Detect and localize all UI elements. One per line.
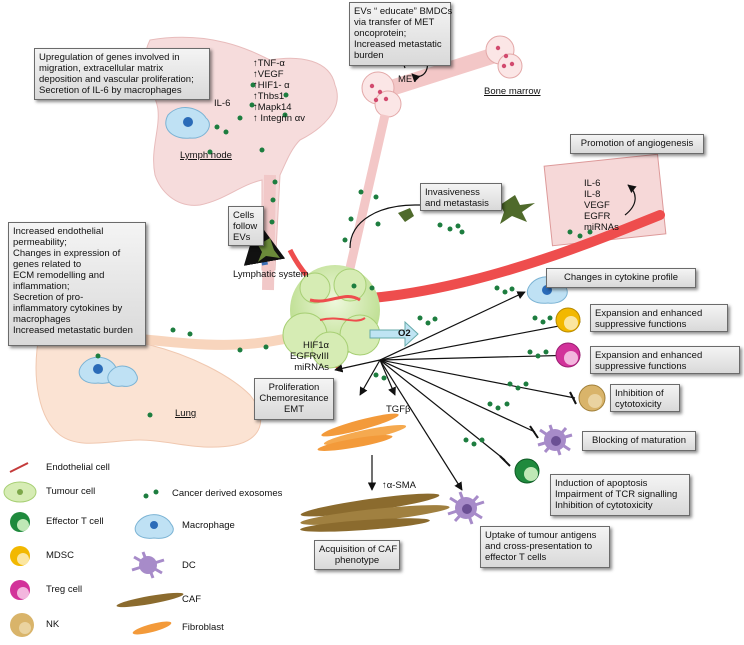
o2-arrow	[369, 320, 419, 348]
dc-block-box: Blocking of maturation	[582, 431, 696, 451]
lung-effects-box: Increased endothelial permeability; Chan…	[8, 222, 146, 346]
uptake-box: Uptake of tumour antigens and cross-pres…	[480, 526, 610, 568]
lymph-node-label: Lymph node	[180, 150, 232, 161]
bone-shaft	[377, 47, 503, 98]
mdsc-expansion-box: Expansion and enhanced suppressive funct…	[590, 304, 728, 332]
tumour-factors: HIF1α EGFRvIII miRNAs	[290, 340, 330, 373]
macrophage-lymph-node	[165, 107, 210, 139]
effector-t-cell	[514, 458, 540, 484]
tgfb-label: TGFβ	[386, 404, 411, 415]
caf-cluster	[300, 493, 450, 532]
legend-mdsc: MDSC	[46, 550, 74, 561]
dc-cell-blocked	[537, 424, 573, 456]
nk-inhibition-box: Inhibition of cytotoxicity	[610, 384, 680, 412]
cells-follow-box: Cells follow EVs	[228, 206, 264, 246]
lymphatic-system-label: Lymphatic system	[233, 269, 309, 280]
lymph-genes-box: Upregulation of genes involved in migrat…	[34, 48, 210, 100]
cytokine-box: Changes in cytokine profile	[546, 268, 696, 288]
angiogenesis-box: Promotion of angiogenesis	[570, 134, 704, 154]
legend-exosomes: Cancer derived exosomes	[172, 488, 283, 499]
legend-treg: Treg cell	[46, 584, 83, 595]
proliferation-box: Proliferation Chemoresitance EMT	[254, 378, 334, 420]
legend-nk: NK	[46, 619, 60, 630]
asma-label: ↑α-SMA	[382, 480, 416, 491]
treg-cell	[555, 342, 581, 368]
met-label: MET	[398, 74, 419, 85]
legend-caf: CAF	[182, 594, 201, 605]
bone-marrow-label: Bone marrow	[484, 86, 541, 97]
legend-icons	[3, 462, 184, 637]
legend-macrophage: Macrophage	[182, 520, 235, 531]
effect-arrows	[334, 42, 637, 491]
legend-effector: Effector T cell	[46, 516, 104, 527]
invasiveness-box: Invasiveness and metastasis	[420, 183, 502, 211]
bmdc-box: EVs “ educate” BMDCs via transfer of MET…	[349, 2, 452, 66]
caf-box: Acquisition of CAF phenotype	[314, 540, 400, 570]
bone-vessel	[340, 113, 390, 292]
nk-cell	[578, 384, 606, 412]
angiogenesis-factors: IL-6 IL-8 VEGF EGFR miRNAs	[584, 178, 619, 233]
fibroblast-cluster	[317, 413, 407, 451]
exosome-dots	[95, 82, 593, 447]
legend-endothelial: Endothelial cell	[46, 462, 110, 473]
tumour-mass	[282, 265, 381, 369]
legend-dc: DC	[182, 560, 196, 571]
lymph-node-factors: ↑TNF-α ↑VEGF ↑HIF1- α ↑Thbs1 ↑Mapk14 ↑ I…	[253, 58, 305, 124]
legend-tumour: Tumour cell	[46, 486, 96, 497]
o2-label: O2	[398, 328, 411, 339]
dc-cell-uptake	[447, 491, 485, 525]
macrophage-lung	[78, 356, 138, 387]
lung-label: Lung	[175, 408, 197, 419]
bone-marrow-cells	[369, 45, 515, 103]
mdsc-cell	[555, 307, 581, 333]
il6-label: IL-6	[214, 98, 231, 109]
legend-fibroblast: Fibroblast	[182, 622, 224, 633]
apoptosis-box: Induction of apoptosis Impairment of TCR…	[550, 474, 690, 516]
treg-expansion-box: Expansion and enhanced suppressive funct…	[590, 346, 740, 374]
